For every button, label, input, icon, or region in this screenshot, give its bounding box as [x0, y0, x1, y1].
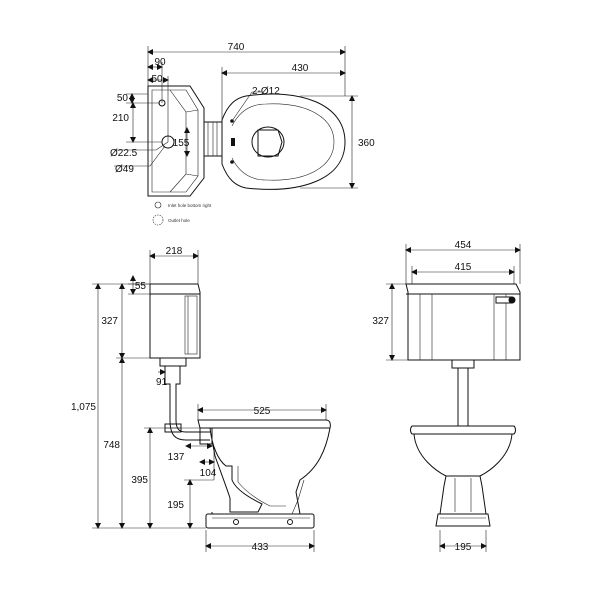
dim-outlet-height-395: 395 — [131, 475, 148, 486]
plan-view: 740 430 90 50 50 210 155 360 2-Ø12 Ø22.5… — [110, 42, 375, 226]
dim-overall-width: 740 — [228, 42, 245, 53]
dim-outlet-104: 104 — [200, 468, 217, 479]
dim-front-cistern-inner: 415 — [455, 262, 472, 273]
dim-bolt-holes: 2-Ø12 — [252, 86, 280, 97]
side-bowl — [197, 419, 331, 529]
dim-outlet-137: 137 — [168, 452, 185, 463]
side-view: 218 55 327 91 1,075 748 525 395 137 104 … — [71, 246, 331, 553]
plan-connector — [203, 121, 223, 157]
dim-cistern-depth: 218 — [166, 246, 183, 257]
dim-lid-height: 55 — [135, 281, 147, 292]
dim-front-cistern-width: 454 — [455, 240, 472, 251]
dim-total-height: 1,075 — [71, 402, 96, 413]
front-view: 454 415 327 195 — [372, 240, 521, 553]
legend-outlet-symbol — [152, 214, 164, 226]
dim-outlet-hole-dia: Ø49 — [115, 164, 134, 175]
dim-pedestal-width: 195 — [455, 542, 472, 553]
dim-seat-base: 195 — [167, 500, 184, 511]
front-bowl — [410, 425, 516, 527]
dim-inlet-to-back: 210 — [112, 113, 129, 124]
dim-inlet-offset: 90 — [154, 57, 166, 68]
legend-inlet-symbol — [154, 201, 162, 209]
dim-cistern-height: 327 — [101, 316, 118, 327]
dim-inlet-hole-dia: Ø22.5 — [110, 148, 138, 159]
dim-front-cistern-height: 327 — [372, 316, 389, 327]
dim-inlet-inset: 50 — [151, 74, 163, 85]
plan-bowl-seat-hole — [251, 126, 285, 158]
dim-cistern-base-height: 748 — [103, 440, 120, 451]
side-flush-pipe — [164, 366, 213, 445]
front-flush-pipe — [457, 368, 469, 426]
dim-bowl-length: 525 — [254, 406, 271, 417]
flush-handle — [508, 296, 516, 304]
dim-pipe-offset: 91 — [156, 377, 168, 388]
dim-bowl-width: 430 — [292, 63, 309, 74]
dim-foot-length: 433 — [252, 542, 269, 553]
dim-outlet-height: 155 — [173, 138, 190, 149]
plan-bowl — [221, 93, 346, 190]
dim-bowl-depth: 360 — [358, 138, 375, 149]
side-cistern — [149, 283, 201, 367]
legend-outlet-label: Outlet hole — [168, 218, 190, 223]
legend-inlet-label: Inlet hole bottom right — [168, 203, 212, 208]
front-cistern — [405, 283, 521, 369]
dim-top-offset: 50 — [117, 93, 129, 104]
